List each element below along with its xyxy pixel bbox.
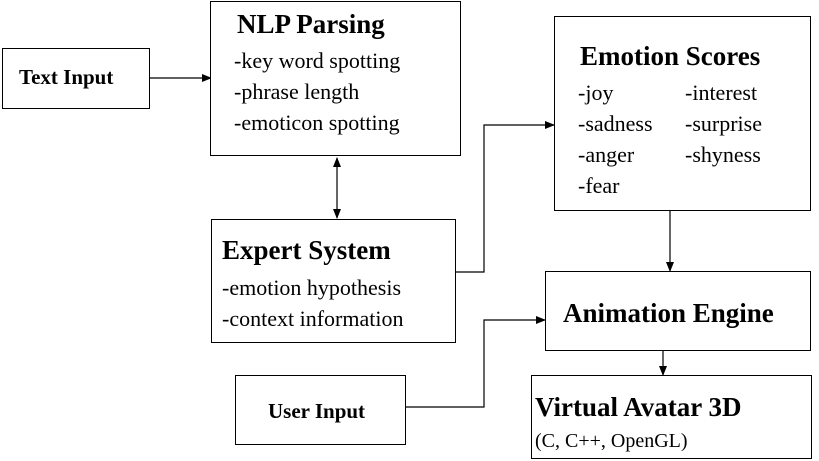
expert-system-title: Expert System xyxy=(222,235,391,265)
text-input-label: Text Input xyxy=(19,65,114,89)
virtual-avatar-subtitle: (C, C++, OpenGL) xyxy=(535,430,688,452)
nlp-item: -phrase length xyxy=(234,79,360,104)
virtual-avatar-title: Virtual Avatar 3D xyxy=(535,392,742,422)
nlp-item: -emoticon spotting xyxy=(234,110,400,135)
animation-engine-title: Animation Engine xyxy=(563,298,774,328)
emotion-scores-box: Emotion Scores -joy -sadness -anger -fea… xyxy=(554,16,811,211)
emotion-item: -fear xyxy=(578,173,620,198)
nlp-parsing-box: NLP Parsing -key word spotting -phrase l… xyxy=(210,1,461,156)
user-input-label: User Input xyxy=(268,399,366,423)
emotion-scores-title: Emotion Scores xyxy=(580,41,761,71)
animation-engine-box: Animation Engine xyxy=(545,271,811,351)
arrow-userinput-to-animation xyxy=(405,316,546,408)
virtual-avatar-box: Virtual Avatar 3D (C, C++, OpenGL) xyxy=(531,375,812,459)
emotion-item: -anger xyxy=(578,142,635,167)
emotion-item: -joy xyxy=(578,80,614,105)
nlp-parsing-title: NLP Parsing xyxy=(237,9,385,39)
emotion-item: -sadness xyxy=(578,111,653,136)
expert-system-box: Expert System -emotion hypothesis -conte… xyxy=(211,219,456,343)
arrow-expert-to-emotion xyxy=(455,121,555,273)
expert-item: -emotion hypothesis xyxy=(222,275,402,300)
user-input-box: User Input xyxy=(235,375,406,445)
emotion-item: -surprise xyxy=(685,111,762,136)
emotion-item: -interest xyxy=(685,80,758,105)
emotion-item: -shyness xyxy=(685,142,761,167)
expert-item: -context information xyxy=(222,306,404,331)
nlp-item: -key word spotting xyxy=(234,48,401,73)
text-input-box: Text Input xyxy=(2,48,150,109)
